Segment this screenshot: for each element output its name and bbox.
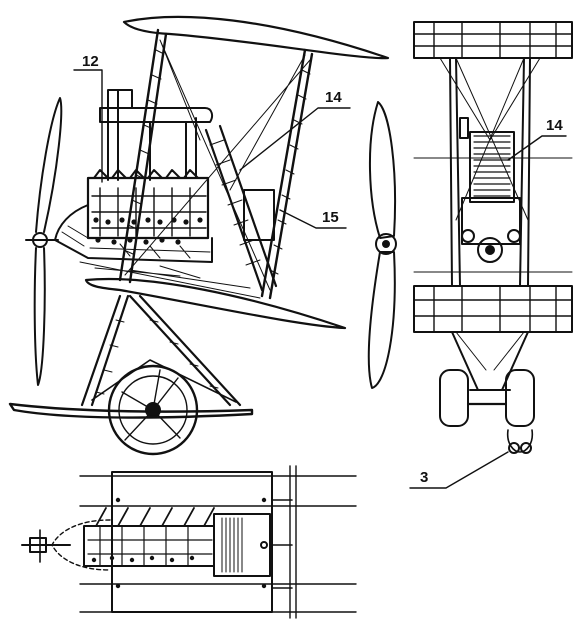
front-strut xyxy=(118,28,168,284)
prop-front-blade-lower xyxy=(367,251,396,389)
leader-3 xyxy=(409,451,509,489)
front-bracing-wires xyxy=(439,57,541,221)
plan-bolts xyxy=(91,497,267,589)
callout-14-front: 14 xyxy=(546,117,563,134)
front-radiator-fins xyxy=(473,135,511,197)
callouts-front-view: 14 3 xyxy=(409,117,567,489)
leader-12 xyxy=(73,69,103,183)
front-upper-wing-ribs xyxy=(413,21,573,59)
leader-15 xyxy=(279,209,347,229)
plan-radiator xyxy=(213,513,271,577)
plan-cylinders xyxy=(95,507,215,527)
front-magneto-left xyxy=(461,229,475,243)
front-reduction-gear xyxy=(477,237,503,263)
rear-strut xyxy=(260,48,314,300)
front-engine-body xyxy=(461,197,521,245)
exhaust-pipe-hatching xyxy=(209,139,261,266)
callout-12: 12 xyxy=(82,53,99,70)
undercarriage-front-strut xyxy=(80,294,130,407)
plan-view xyxy=(21,465,357,619)
front-wheel-right xyxy=(505,369,535,427)
front-view xyxy=(413,21,573,454)
bracing-wires xyxy=(124,39,311,291)
front-radiator xyxy=(469,131,515,203)
propeller-front-view xyxy=(367,101,397,389)
wheel-spokes xyxy=(121,369,181,441)
front-skid-circle-1 xyxy=(508,442,520,454)
front-skid-circle-2 xyxy=(520,442,532,454)
side-view xyxy=(8,15,390,456)
front-prop-shaft xyxy=(485,245,495,255)
crankcase xyxy=(54,204,213,263)
valve-details xyxy=(91,187,207,237)
crankcase-hatching xyxy=(61,225,211,259)
undercarriage-brace xyxy=(91,359,237,403)
front-lower-wing xyxy=(413,285,573,333)
plan-radiator-fins xyxy=(221,517,243,573)
plan-valve-lines xyxy=(87,525,213,567)
plan-prop-hub xyxy=(29,537,47,553)
front-cabane-struts xyxy=(449,57,531,287)
front-undercarriage-wires xyxy=(455,331,525,371)
pump-housing xyxy=(243,189,275,241)
front-magneto-right xyxy=(507,229,521,243)
plan-filler-cap xyxy=(260,541,268,549)
spark-plugs xyxy=(93,217,203,245)
front-lower-wing-ribs xyxy=(413,285,573,333)
wheel-hub xyxy=(145,402,161,418)
landing-skid xyxy=(8,402,254,419)
fuselage-floor-hatching xyxy=(79,261,261,299)
cylinder-rockers xyxy=(93,169,199,179)
plan-fuselage xyxy=(111,471,273,613)
propeller-blade-lower xyxy=(33,247,46,386)
callouts-side-view: 12 14 15 xyxy=(73,53,351,241)
lower-wing xyxy=(84,277,347,330)
upper-wing xyxy=(122,15,390,60)
prop-front-hub xyxy=(375,233,397,255)
front-skid-tips xyxy=(506,429,534,453)
water-header xyxy=(99,107,214,123)
front-wheel-left xyxy=(439,369,469,427)
front-horizontal-lines xyxy=(413,157,573,273)
callout-15: 15 xyxy=(322,209,339,226)
exhaust-pipe xyxy=(204,124,278,292)
plan-engine-block xyxy=(83,525,215,567)
prop-front-hub-center xyxy=(382,240,390,248)
plan-wing-lines xyxy=(79,465,357,619)
propeller-blade-upper xyxy=(35,97,63,233)
undercarriage-hatching xyxy=(95,319,219,395)
landing-wheel xyxy=(107,364,199,456)
callout-3: 3 xyxy=(420,469,428,486)
prop-front-blade-upper xyxy=(369,101,397,239)
header-risers xyxy=(107,89,197,181)
front-oil-tank xyxy=(459,117,469,139)
leader-14-front xyxy=(507,135,567,161)
undercarriage-rear-strut xyxy=(128,294,242,407)
plan-side-fittings xyxy=(271,499,293,589)
callout-14-side: 14 xyxy=(325,89,342,106)
wheel-rim xyxy=(118,375,188,445)
front-upper-wing xyxy=(413,21,573,59)
leader-14-side xyxy=(239,107,351,171)
